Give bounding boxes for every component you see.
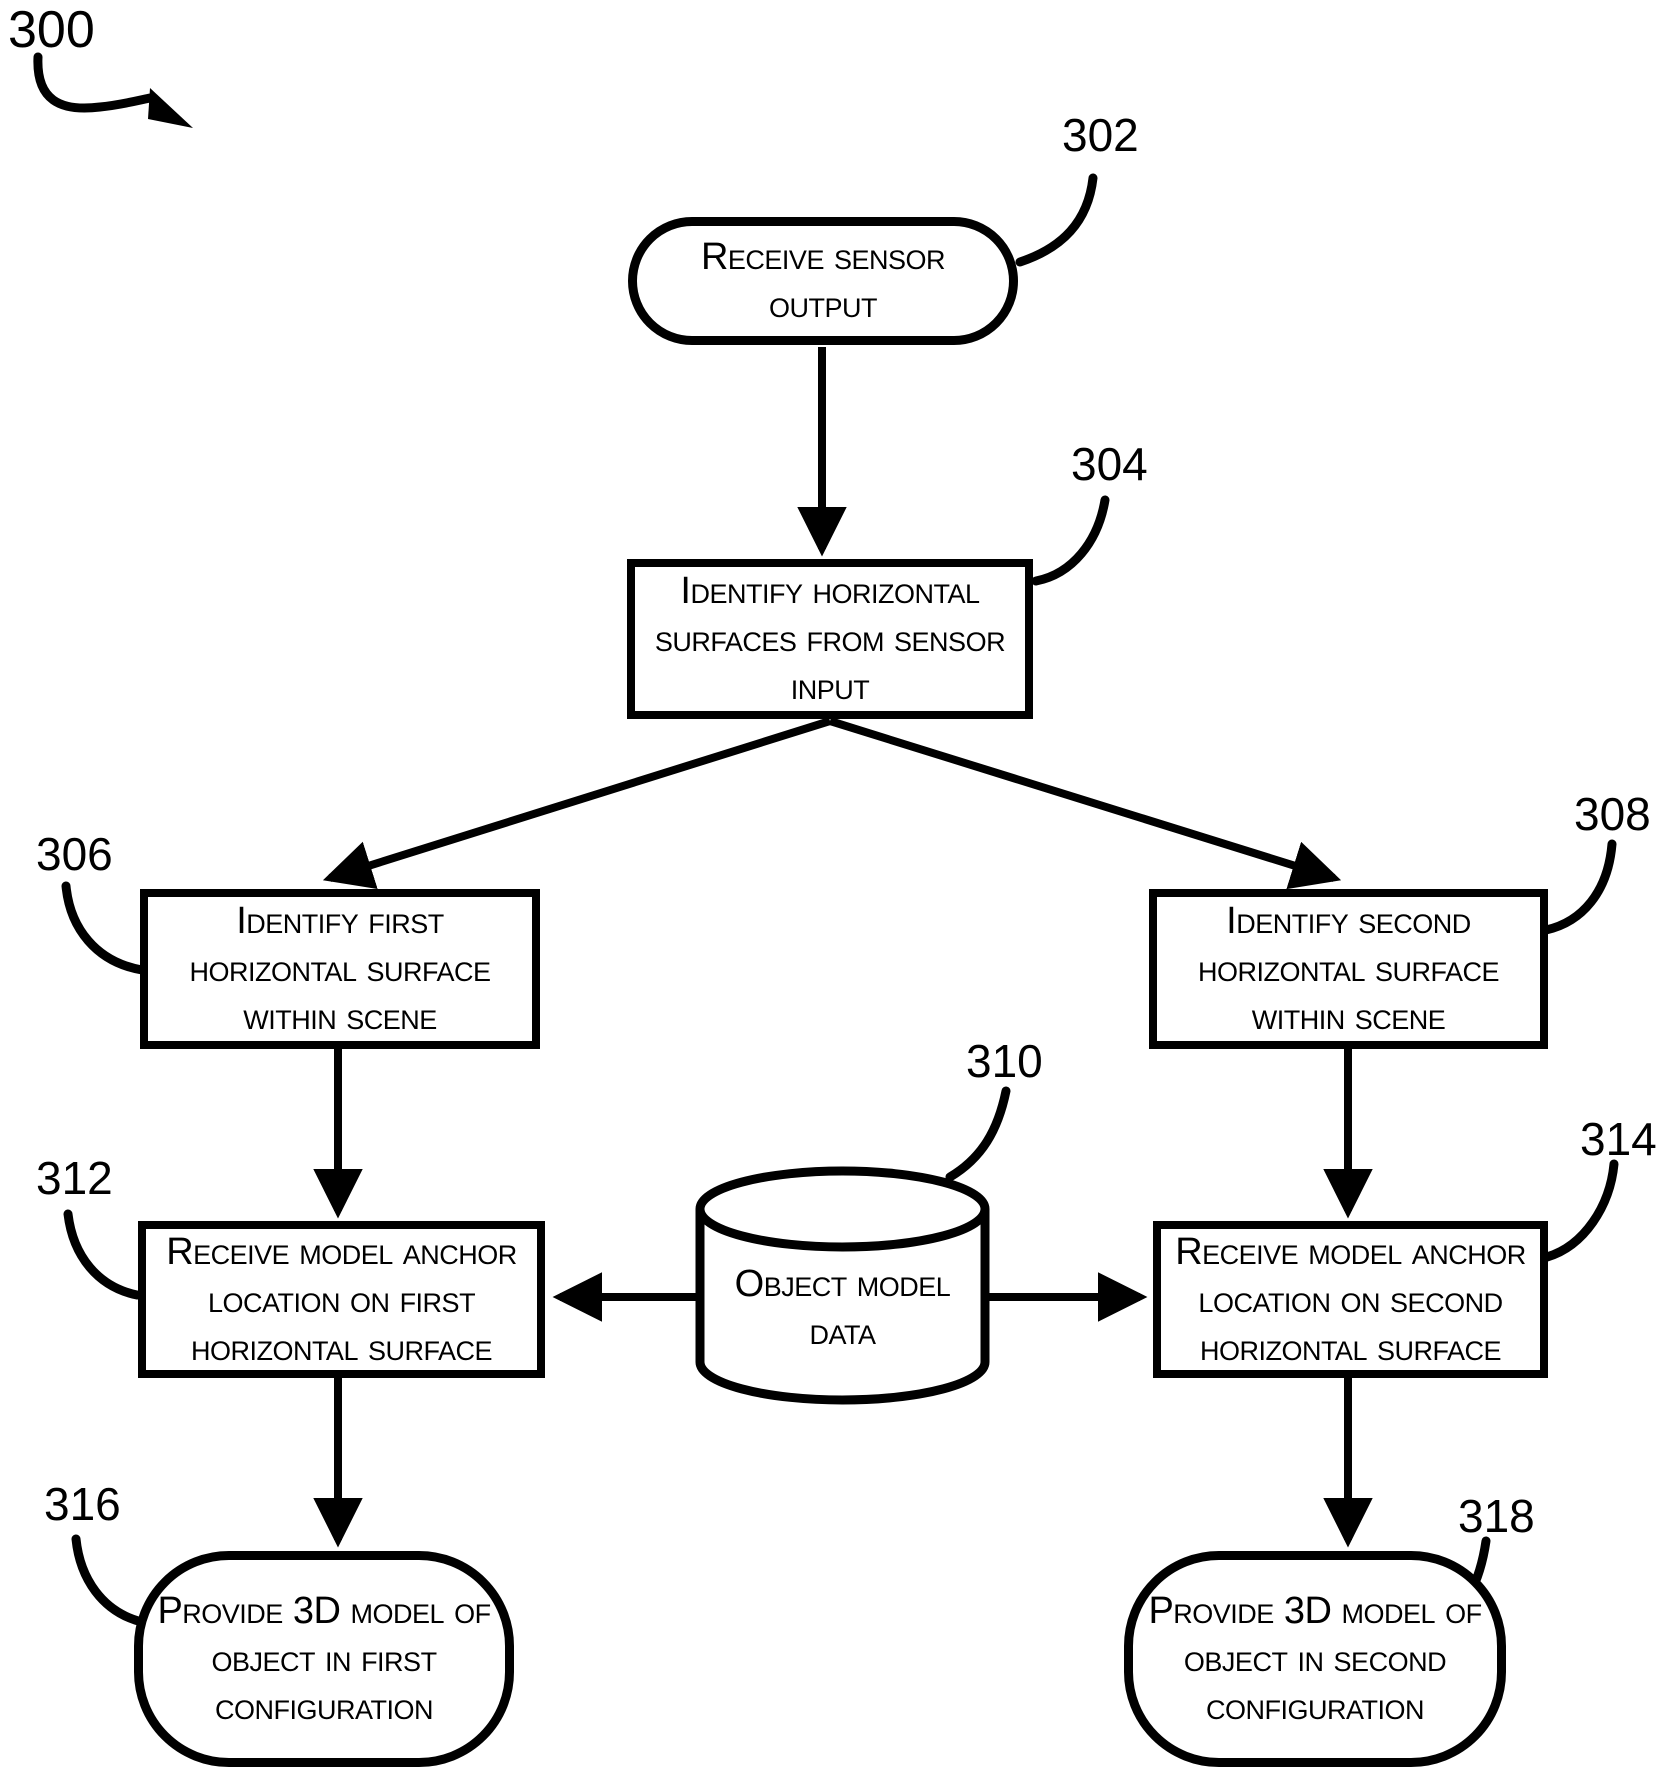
leader-308 [1541,839,1617,935]
node-318-text: Provide 3D model of object in second con… [1148,1590,1482,1728]
figure-reference-label: 300 [8,1,95,59]
node-312-receive-anchor-first: Receive model anchor location on first h… [138,1221,545,1378]
node-304-identify-horizontal-surfaces: Identify horizontal surfaces from sensor… [627,559,1033,719]
figure-reference-arrow [33,52,155,113]
node-316-provide-model-first: Provide 3D model of object in first conf… [134,1551,514,1767]
node-312-text: Receive model anchor location on first h… [166,1230,517,1369]
ref-label-306: 306 [36,828,113,880]
leader-306 [61,881,147,975]
node-306-text: Identify first horizontal surface within… [189,900,491,1038]
node-304-text: Identify horizontal surfaces from sensor… [654,570,1006,708]
node-316-text: Provide 3D model of object in first conf… [157,1590,491,1728]
ref-label-318: 318 [1458,1490,1535,1542]
node-310-datastore-shape [695,1166,990,1405]
figure-reference-arrowhead-icon [148,88,193,128]
leader-316 [71,1534,147,1627]
node-314-text: Receive model anchor location on second … [1175,1230,1526,1369]
node-308-identify-second-surface: Identify second horizontal surface withi… [1149,889,1548,1049]
leader-302 [1015,173,1098,267]
node-302-text: Receive sensor output [700,236,946,326]
ref-label-316: 316 [44,1478,121,1530]
leader-310 [945,1086,1011,1182]
node-318-provide-model-second: Provide 3D model of object in second con… [1124,1551,1506,1767]
node-310-object-model-data: Object model data [705,1243,980,1373]
ref-label-302: 302 [1062,109,1139,161]
node-308-text: Identify second horizontal surface withi… [1197,900,1500,1038]
ref-label-312: 312 [36,1152,113,1204]
arrow-304-308 [828,717,1342,890]
ref-label-308: 308 [1574,788,1651,840]
leader-304 [1031,495,1110,586]
node-302-receive-sensor-output: Receive sensor output [628,217,1018,345]
ref-label-310: 310 [966,1035,1043,1087]
arrow-304-306 [322,717,832,890]
node-306-identify-first-surface: Identify first horizontal surface within… [140,889,540,1049]
leader-314 [1542,1159,1619,1262]
ref-label-314: 314 [1580,1113,1657,1165]
node-310-text: Object model data [734,1263,951,1353]
node-314-receive-anchor-second: Receive model anchor location on second … [1153,1221,1548,1378]
ref-label-304: 304 [1071,438,1148,490]
leader-312 [63,1209,142,1300]
